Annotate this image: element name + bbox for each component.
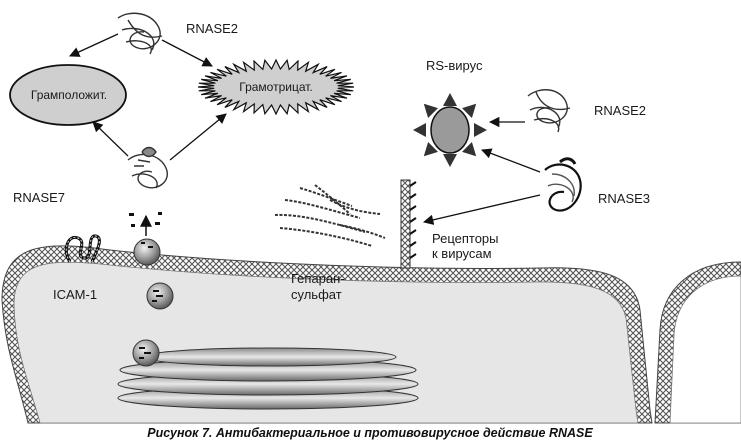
- vesicle-secreting: [129, 212, 162, 266]
- membrane-stack: [117, 347, 419, 410]
- virus-spike: [423, 142, 438, 157]
- receptors-label-line1: Рецепторы: [432, 231, 499, 246]
- virus-receptor: [400, 179, 417, 269]
- virus-spike: [443, 154, 457, 167]
- neighbor-cell: [654, 261, 741, 424]
- heparan-label-line1: Гепаран-: [291, 271, 345, 286]
- arrows-rnase2-bacteria: [69, 33, 227, 161]
- rs-virus-icon: [413, 93, 487, 167]
- vesicle-budding: [132, 339, 160, 367]
- icam1-label: ICAM-1: [53, 287, 97, 302]
- gram-positive-label: Грамположит.: [31, 88, 107, 102]
- rnase2-right-label: RNASE2: [594, 103, 646, 118]
- gram-negative-bacterium: [197, 58, 355, 116]
- rnase7-label: RNASE7: [13, 190, 65, 205]
- rnase2-protein-right-icon: [527, 89, 571, 133]
- vesicles: [129, 212, 174, 367]
- virus-spike: [462, 142, 477, 157]
- arrows-virus: [422, 116, 541, 225]
- rnase2-protein-icon: [117, 12, 163, 55]
- heparan-sulfate-chains: [274, 184, 386, 247]
- virus-spike: [462, 103, 477, 118]
- heparan-label-line2: сульфат: [291, 287, 342, 302]
- rnase2-top-label: RNASE2: [186, 21, 238, 36]
- rnase3-protein-icon: [544, 157, 582, 212]
- receptors-label-line2: к вирусам: [432, 246, 492, 261]
- virus-spike: [443, 93, 457, 106]
- stack-disk: [143, 347, 397, 367]
- virus-spike: [413, 123, 426, 137]
- gram-negative-label: Грамотрицат.: [239, 80, 313, 94]
- virus-spike: [423, 103, 438, 118]
- gram-positive-bacterium: [9, 64, 127, 126]
- virus-spike: [474, 123, 487, 137]
- icam1-receptor: [64, 234, 101, 263]
- rs-virus-label: RS-вирус: [426, 58, 483, 73]
- vesicle: [146, 282, 174, 310]
- rnase3-label: RNASE3: [598, 191, 650, 206]
- virus-spikes: [413, 93, 487, 167]
- figure-caption: Рисунок 7. Антибактериальное и противови…: [147, 426, 593, 440]
- rnase7-protein-icon: [127, 146, 168, 189]
